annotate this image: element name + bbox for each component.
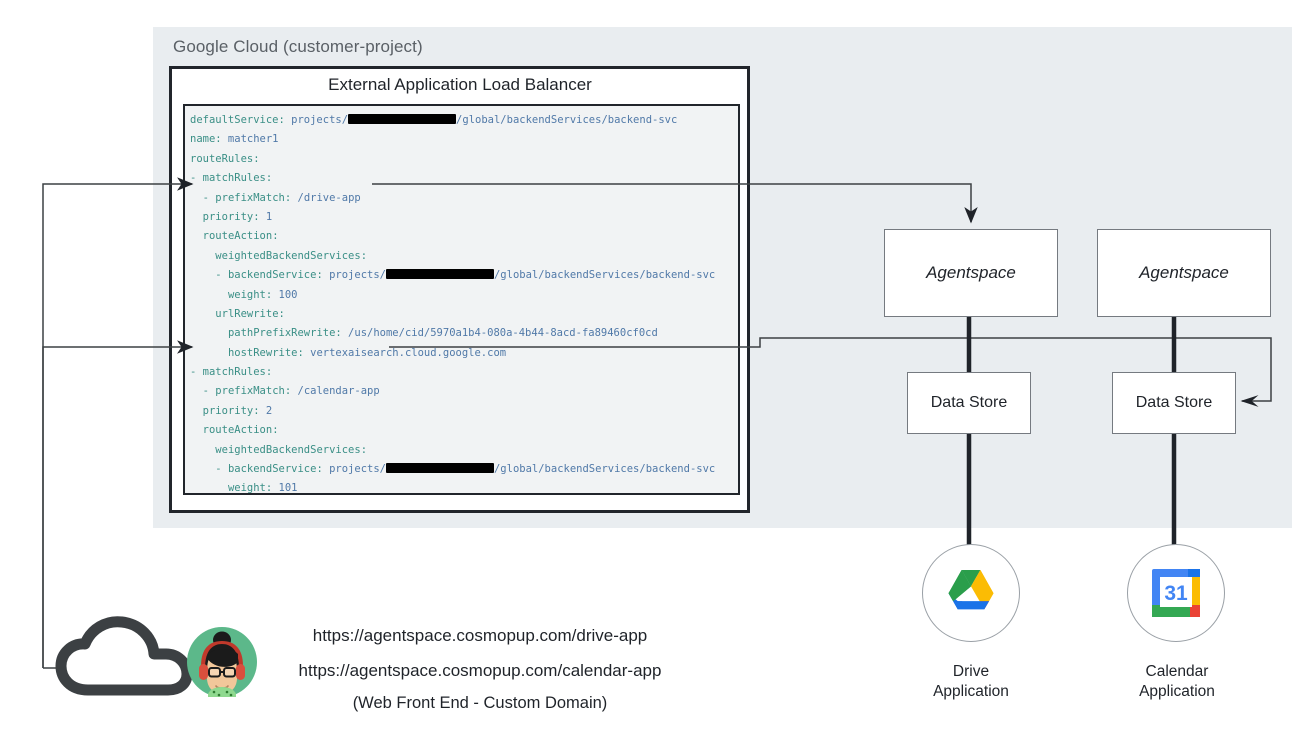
yaml-value: projects/ [284,114,349,126]
yaml-line: - prefixMatch: /calendar-app [190,382,738,401]
calendar-label-line1: Calendar [1145,663,1209,680]
yaml-key: routeRules: [190,152,260,165]
yaml-key: defaultService: [190,114,285,126]
yaml-key: hostRewrite: [227,346,304,359]
yaml-value: /calendar-app [291,385,380,398]
agentspace-label-1: Agentspace [926,263,1016,282]
url-map-yaml-code-block: defaultService: projects/ /global/backend… [183,104,740,495]
calendar-day-number: 31 [1164,582,1188,605]
redaction-bar [385,269,494,280]
agentspace-label-2: Agentspace [1139,263,1229,282]
yaml-line: weight: 100 [190,286,738,305]
yaml-code-lines: defaultService: projects/ /global/backend… [185,106,738,495]
yaml-line: - backendService: projects/ /global/backe… [190,266,738,285]
yaml-value: 100 [272,288,298,301]
yaml-value: projects/ [322,269,386,282]
yaml-line: - matchRules: [190,363,738,382]
calendar-application-icon-circle[interactable]: 31 [1127,544,1225,642]
drive-application-icon-circle[interactable] [922,544,1020,642]
yaml-value: 101 [272,482,298,495]
yaml-key: routeAction: [202,230,279,243]
cloud-icon [55,616,193,696]
yaml-key: pathPrefixRewrite: [227,327,342,340]
yaml-value-tail: /global/backendServices/backend-svc [493,269,716,282]
data-store-box-2[interactable]: Data Store [1112,372,1236,434]
yaml-value: 2 [259,404,273,417]
yaml-line: weightedBackendServices: [190,247,738,266]
yaml-key: weightedBackendServices: [215,249,368,262]
data-store-box-1[interactable]: Data Store [907,372,1031,434]
drive-label-line1: Drive [952,663,990,680]
yaml-line: hostRewrite: vertexaisearch.cloud.google… [190,344,738,363]
agentspace-box-1[interactable]: Agentspace [884,229,1058,317]
yaml-value: vertexaisearch.cloud.google.com [303,346,507,359]
calendar-app-url: https://agentspace.cosmopup.com/calendar… [298,661,662,680]
yaml-value-tail: /global/backendServices/backend-svc [493,463,716,476]
yaml-key: - backendService: [215,269,323,282]
yaml-line: routeRules: [190,150,738,169]
yaml-value: /drive-app [291,191,361,204]
yaml-value: projects/ [322,463,386,476]
yaml-line: - matchRules: [190,169,738,188]
yaml-key: - prefixMatch: [202,191,292,204]
yaml-line: pathPrefixRewrite: /us/home/cid/5970a1b4… [190,324,738,343]
yaml-line: - backendService: projects/ /global/backe… [190,460,738,479]
yaml-line: defaultService: projects/ /global/backend… [190,111,738,130]
google-drive-icon [948,570,994,610]
redaction-bar [385,463,494,474]
yaml-line: priority: 1 [190,208,738,227]
yaml-line: priority: 2 [190,402,738,421]
yaml-value: 1 [259,210,273,223]
yaml-key: - backendService: [215,463,323,476]
google-calendar-icon: 31 [1152,569,1200,617]
yaml-key: - matchRules: [190,366,273,379]
data-store-label-1: Data Store [930,394,1008,411]
drive-label-line2: Application [933,683,1009,700]
yaml-value-tail: /global/backendServices/backend-svc [456,114,678,126]
data-store-label-2: Data Store [1135,394,1213,411]
yaml-key: weight: [227,288,273,301]
web-front-end-caption: (Web Front End - Custom Domain) [352,694,608,712]
yaml-key: - matchRules: [190,172,273,185]
yaml-value: matcher1 [221,133,279,146]
drive-app-url: https://agentspace.cosmopup.com/drive-ap… [312,626,648,645]
redaction-bar [348,114,457,124]
yaml-key: weightedBackendServices: [215,443,368,456]
user-avatar-icon [187,627,257,697]
calendar-label-line2: Application [1139,683,1215,700]
yaml-key: routeAction: [202,424,279,437]
yaml-key: priority: [202,404,260,417]
load-balancer-title: External Application Load Balancer [328,75,592,94]
yaml-key: - prefixMatch: [202,385,292,398]
yaml-line: weight: 101 [190,479,738,495]
drive-application-label: Drive Application [876,662,1066,702]
yaml-line: weightedBackendServices: [190,441,738,460]
yaml-line: urlRewrite: [190,305,738,324]
yaml-key: priority: [202,210,260,223]
yaml-key: name: [190,133,222,146]
yaml-line: name: matcher1 [190,130,738,149]
yaml-value: /us/home/cid/5970a1b4-080a-4b44-8acd-fa8… [341,327,658,340]
yaml-key: weight: [227,482,273,495]
yaml-line: routeAction: [190,227,738,246]
yaml-key: urlRewrite: [215,307,285,320]
agentspace-box-2[interactable]: Agentspace [1097,229,1271,317]
yaml-line: - prefixMatch: /drive-app [190,189,738,208]
google-cloud-panel-title: Google Cloud (customer-project) [173,37,423,56]
calendar-application-label: Calendar Application [1082,662,1272,702]
yaml-line: routeAction: [190,421,738,440]
